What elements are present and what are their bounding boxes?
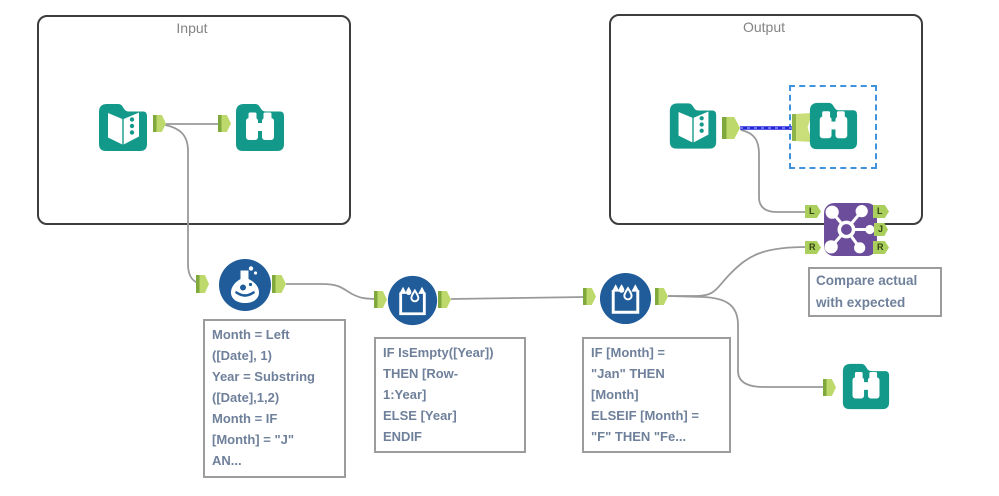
expected-data-output-anchor[interactable] xyxy=(722,117,740,139)
molecule-icon xyxy=(824,203,877,256)
formula-annotation[interactable]: Month = Left ([Date], 1) Year = Substrin… xyxy=(203,319,346,478)
browse-output-tool[interactable] xyxy=(806,98,861,153)
input-data-tool[interactable] xyxy=(95,100,151,154)
book-icon xyxy=(99,104,147,151)
browse-input-tool[interactable] xyxy=(232,100,288,154)
multirow2-input-anchor[interactable] xyxy=(583,288,596,305)
join-output-anchor-j[interactable]: J xyxy=(874,223,888,236)
wire-formula-to-multirow1 xyxy=(286,283,381,300)
container-input[interactable] xyxy=(37,15,351,225)
expected-data-tool[interactable] xyxy=(666,99,720,152)
join-output-anchor-l[interactable]: L xyxy=(873,205,889,218)
join-input-anchor-r[interactable]: R xyxy=(805,241,821,254)
join-input-anchor-l[interactable]: L xyxy=(805,205,821,218)
join-tool[interactable] xyxy=(823,202,878,257)
formula-output-anchor[interactable] xyxy=(272,275,286,293)
flask-icon xyxy=(219,259,271,311)
crown-droplet-icon xyxy=(387,275,438,326)
join-annotation[interactable]: Compare actual with expected xyxy=(808,267,942,317)
multirow2-output-anchor[interactable] xyxy=(655,288,668,305)
container-output-label: Output xyxy=(742,19,786,35)
multi-row-formula-tool-1[interactable] xyxy=(386,274,439,327)
formula-tool[interactable] xyxy=(217,257,273,313)
multirow2-annotation[interactable]: IF [Month] = "Jan" THEN [Month] ELSEIF [… xyxy=(582,337,731,453)
browse-input-input-anchor[interactable] xyxy=(218,115,231,132)
crown-droplet-icon xyxy=(599,272,652,325)
join-output-anchor-r[interactable]: R xyxy=(873,241,889,254)
formula-input-anchor[interactable] xyxy=(196,275,209,293)
multi-row-formula-tool-2[interactable] xyxy=(598,271,653,326)
multirow1-annotation[interactable]: IF IsEmpty([Year]) THEN [Row- 1:Year] EL… xyxy=(374,337,526,453)
multirow1-output-anchor[interactable] xyxy=(438,291,451,308)
binoculars-icon xyxy=(236,104,284,151)
wire-multirow1-to-multirow2 xyxy=(450,296,586,300)
browse-result-tool[interactable] xyxy=(839,360,893,412)
book-icon xyxy=(669,103,717,149)
browse-result-input-anchor[interactable] xyxy=(823,379,836,396)
binoculars-icon xyxy=(842,363,890,410)
container-input-label: Input xyxy=(176,20,208,36)
wire-multirow2-to-join-r xyxy=(668,246,807,297)
binoculars-icon xyxy=(809,102,858,150)
